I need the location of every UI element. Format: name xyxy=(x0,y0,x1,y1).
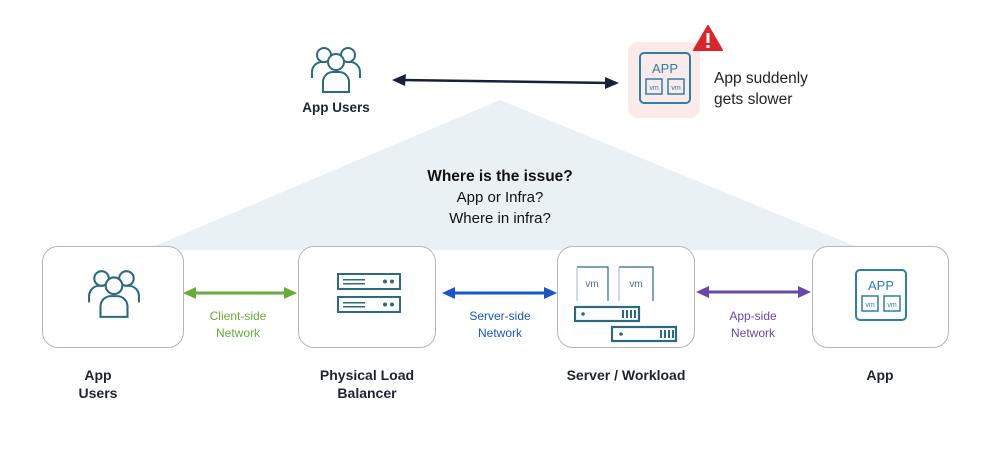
top-app-users: App Users xyxy=(286,40,386,120)
node-server-workload[interactable]: vm vm xyxy=(557,246,695,348)
node-load-balancer[interactable] xyxy=(298,246,436,348)
server-side-network-label: Server-side Network xyxy=(440,308,560,342)
svg-text:vm: vm xyxy=(649,85,659,92)
svg-text:vm: vm xyxy=(629,279,642,290)
client-side-network-label: Client-side Network xyxy=(178,308,298,342)
callout-line-1: App suddenly xyxy=(714,70,808,87)
server-side-arrow xyxy=(442,287,557,299)
node-label-app-users: App Users xyxy=(18,366,178,402)
app-side-network-label: App-side Network xyxy=(693,308,813,342)
node-label-app: App xyxy=(800,366,960,384)
load-balancer-icon xyxy=(337,273,401,313)
scope-triangle xyxy=(150,100,860,248)
warning-triangle-icon xyxy=(693,25,723,51)
node-label-line: App xyxy=(84,367,112,383)
node-app[interactable]: APP vm vm xyxy=(812,246,949,348)
users-icon xyxy=(88,270,140,318)
svg-text:vm: vm xyxy=(887,302,897,309)
question-line-1: App or Infra? xyxy=(456,189,544,206)
svg-text:APP: APP xyxy=(868,278,894,293)
network-label-line: Network xyxy=(730,326,775,340)
node-app-users[interactable] xyxy=(42,246,184,348)
node-label-line: Users xyxy=(78,385,118,401)
svg-text:vm: vm xyxy=(671,85,681,92)
server-icon: vm vm xyxy=(574,266,678,343)
network-label-line: Network xyxy=(477,326,522,340)
app-icon: APP vm vm xyxy=(855,269,907,321)
top-arrow xyxy=(392,74,619,89)
network-label-line: App-side xyxy=(729,309,777,323)
svg-text:vm: vm xyxy=(585,279,598,290)
node-label-load-balancer: Physical Load Balancer xyxy=(287,366,447,402)
question-title: Where is the issue? xyxy=(427,168,573,185)
node-label-line: App xyxy=(866,367,894,383)
slow-app-callout: APP vm vm xyxy=(628,42,700,118)
app-icon: APP vm vm xyxy=(639,52,691,104)
question-line-2: Where in infra? xyxy=(449,210,551,227)
question-block: Where is the issue? App or Infra? Where … xyxy=(380,166,620,229)
network-label-line: Client-side xyxy=(209,309,267,323)
callout-line-2: gets slower xyxy=(714,91,793,108)
node-label-line: Balancer xyxy=(337,385,397,401)
network-label-line: Network xyxy=(215,326,260,340)
client-side-arrow xyxy=(183,287,297,299)
node-label-server-workload: Server / Workload xyxy=(546,366,706,384)
svg-text:vm: vm xyxy=(865,302,875,309)
callout-text: App suddenly gets slower xyxy=(714,68,808,110)
svg-text:APP: APP xyxy=(652,61,678,76)
app-side-arrow xyxy=(696,286,811,298)
users-icon xyxy=(311,47,361,93)
triangle-base xyxy=(150,246,850,250)
node-label-line: Physical Load xyxy=(319,367,415,383)
top-users-label: App Users xyxy=(302,100,370,115)
network-label-line: Server-side xyxy=(469,309,531,323)
node-label-line: Server / Workload xyxy=(566,367,686,383)
